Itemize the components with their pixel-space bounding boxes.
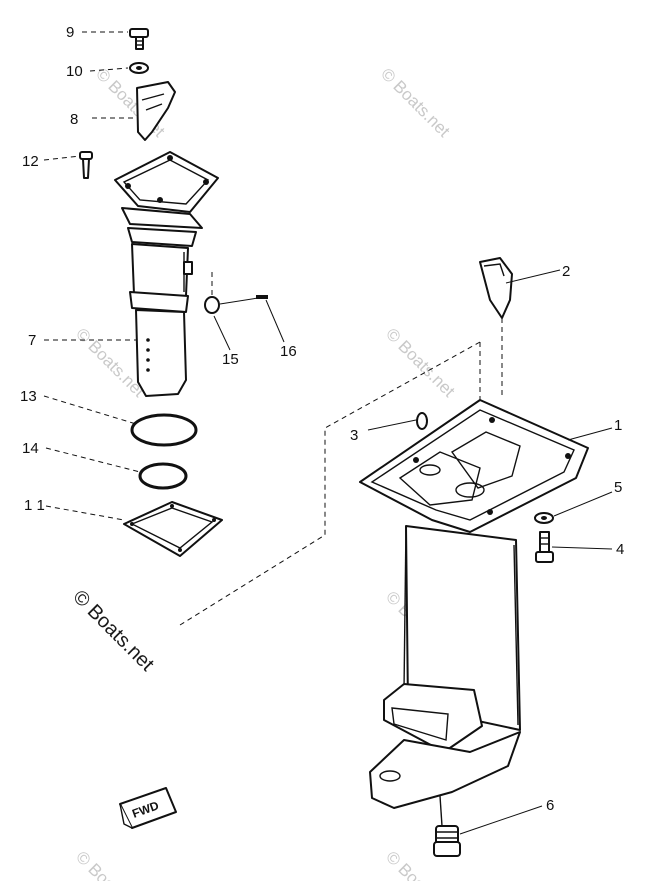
- callout-6: 6: [546, 797, 554, 814]
- part-15-damper: [204, 270, 220, 314]
- part-7-exhaust-pipe: [114, 151, 219, 397]
- callout-2: 2: [562, 263, 570, 280]
- callout-12: 12: [22, 153, 39, 170]
- part-10-washer: [129, 62, 149, 74]
- callout-8: 8: [70, 111, 78, 128]
- watermark: © Boats.net: [382, 324, 459, 401]
- fwd-arrow: FWD: [119, 787, 177, 829]
- callout-14: 14: [22, 440, 39, 457]
- part-11-gasket: [123, 501, 223, 557]
- part-13-o-ring: [130, 413, 198, 447]
- part-9-screw: [129, 28, 149, 50]
- watermark: © Boats.net: [72, 847, 149, 881]
- part-8-cover: [136, 81, 176, 141]
- part-14-o-ring: [138, 462, 188, 490]
- callout-11: 1 1: [24, 497, 45, 514]
- callout-15: 15: [222, 351, 239, 368]
- callout-1: 1: [614, 417, 622, 434]
- leader-lines: [43, 31, 613, 835]
- part-2-guide: [479, 257, 513, 319]
- part-16-pin: [219, 295, 268, 305]
- callout-9: 9: [66, 24, 74, 41]
- part-1-upper-casing: [359, 399, 589, 827]
- watermark: © Boats.net: [377, 64, 454, 141]
- callout-7: 7: [28, 332, 36, 349]
- part-5-washer: [534, 512, 554, 524]
- callout-10: 10: [66, 63, 83, 80]
- callout-16: 16: [280, 343, 297, 360]
- callout-4: 4: [616, 541, 624, 558]
- part-6-plug: [433, 825, 461, 857]
- callout-5: 5: [614, 479, 622, 496]
- part-12-screw: [79, 151, 93, 179]
- callout-3: 3: [350, 427, 358, 444]
- callout-13: 13: [20, 388, 37, 405]
- part-3-dowel: [416, 412, 428, 430]
- copyright-mark: © Boats.net: [68, 586, 158, 676]
- part-4-bolt: [535, 531, 554, 563]
- callout-labels: 1 2 3 4 5 6 7 8 9 10 1 1 12 13 14 15 16: [20, 24, 624, 814]
